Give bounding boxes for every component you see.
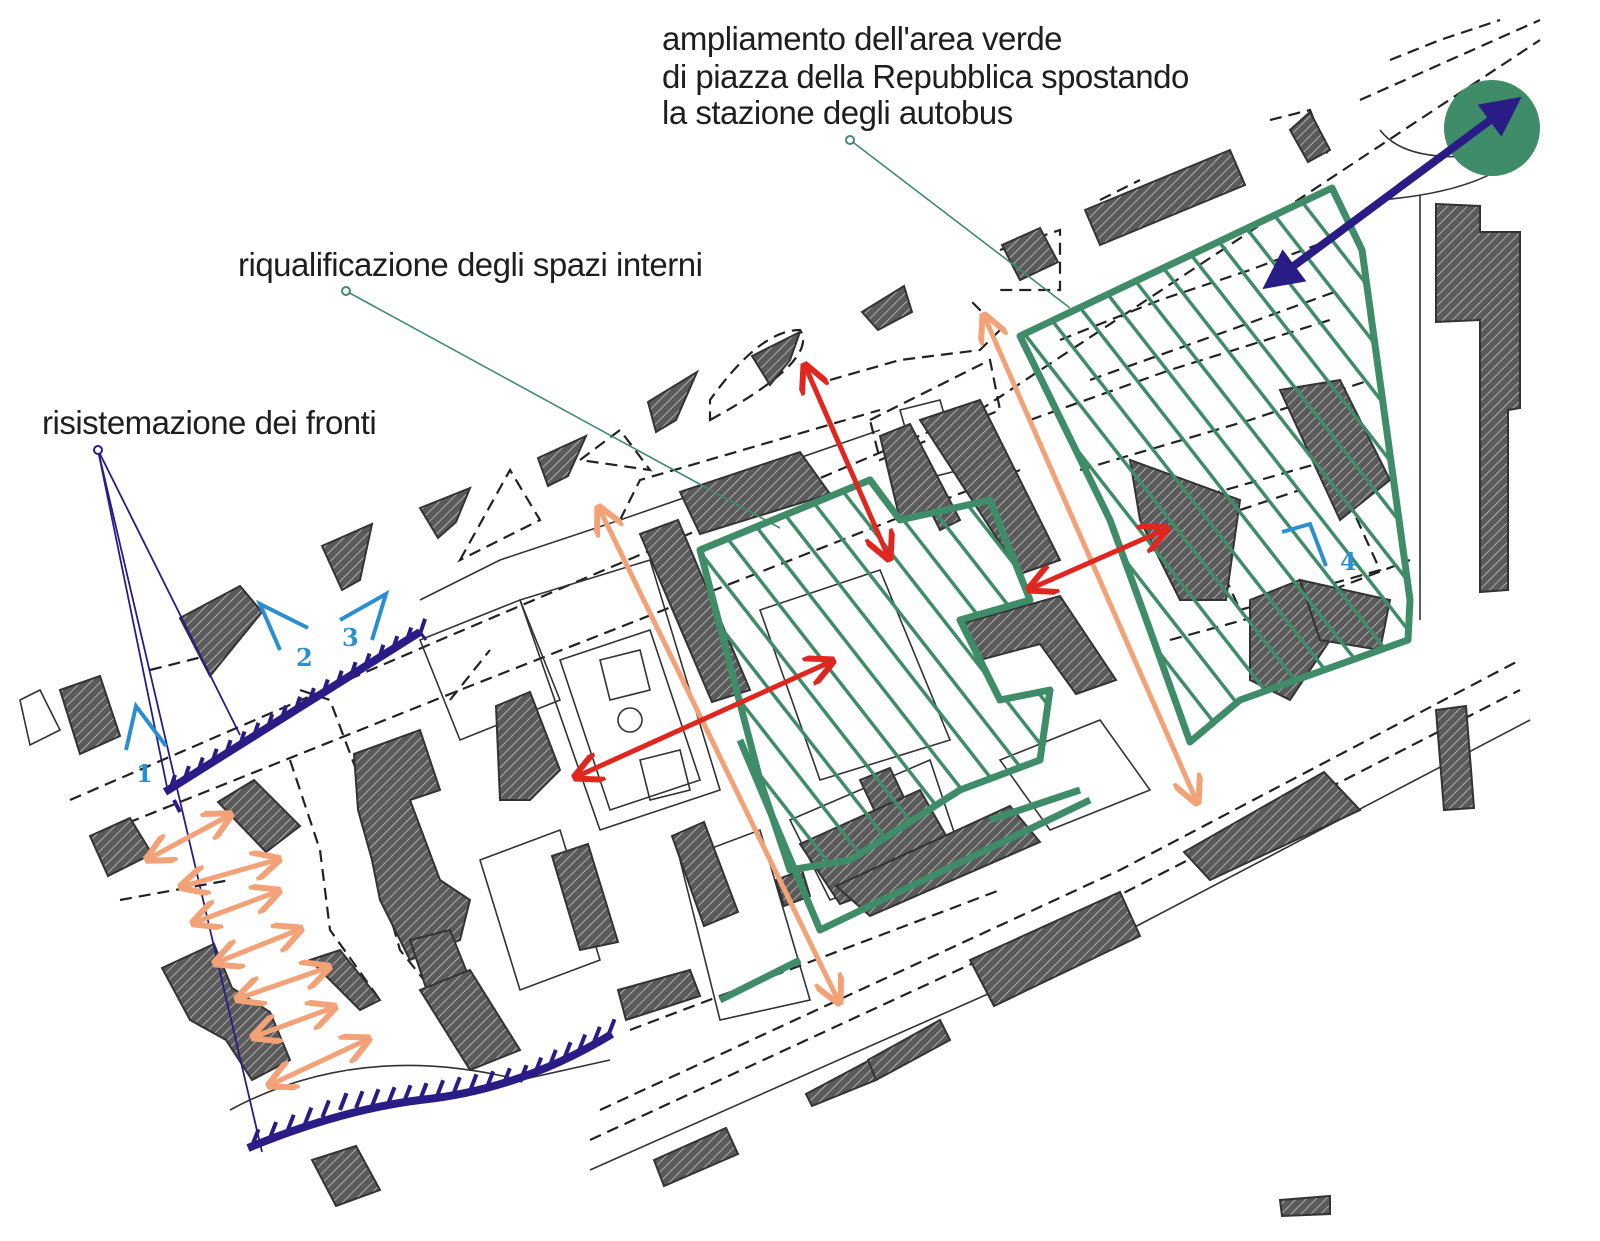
front-tick <box>209 748 219 765</box>
front-tick <box>468 1073 479 1092</box>
front-tick <box>251 722 261 739</box>
front-tick <box>320 678 330 696</box>
front-tick <box>267 1121 278 1140</box>
viewpoint-3: 3 <box>342 623 359 652</box>
viewpoint-4: 4 <box>1340 547 1357 576</box>
front-tick <box>386 1086 397 1105</box>
front-tick <box>223 739 233 756</box>
front-tick <box>370 1088 381 1107</box>
front-tick <box>576 1033 588 1053</box>
front-tick <box>404 626 414 644</box>
front-tick <box>434 1079 446 1098</box>
label-ampliamento-line1: ampliamento dell'area verde <box>662 20 1062 57</box>
front-tick <box>334 670 344 687</box>
front-tick <box>354 1090 365 1109</box>
front-tick <box>562 1041 573 1060</box>
front-tick <box>451 1076 462 1095</box>
front-tick <box>418 1082 429 1101</box>
front-tick <box>338 1092 349 1111</box>
viewpoint-2: 2 <box>296 643 313 672</box>
label-riqualificazione: riqualificazione degli spazi interni <box>238 246 702 283</box>
piazza-green-circle <box>1444 80 1540 176</box>
front-tick <box>181 765 191 782</box>
front-tick <box>606 1018 617 1037</box>
front-tick <box>418 618 427 635</box>
front-tick <box>265 713 275 730</box>
front-tick <box>376 644 386 661</box>
front-tick <box>532 1056 544 1076</box>
label-risistemazione: risistemazione dei fronti <box>42 404 376 441</box>
navy-arrow <box>1262 96 1522 290</box>
label-ampliamento-line3: la stazione degli autobus <box>662 94 1013 131</box>
front-tick <box>293 696 302 713</box>
front-tick <box>285 1114 296 1133</box>
viewpoint-1: 1 <box>136 759 153 788</box>
front-tick <box>348 661 358 678</box>
front-tick <box>237 730 247 748</box>
front-ticks <box>168 618 617 1147</box>
front-tick <box>306 687 316 704</box>
front-tick <box>402 1084 413 1103</box>
front-tick <box>302 1106 314 1126</box>
green-areas <box>696 184 1414 1004</box>
front-tick <box>320 1099 331 1118</box>
front-tick <box>591 1026 602 1045</box>
viewpoint-markers <box>124 521 1328 751</box>
front-tick <box>279 704 289 722</box>
front-tick <box>501 1067 512 1086</box>
red-arrows <box>578 368 1164 776</box>
front-tick <box>547 1049 558 1068</box>
front-tick <box>390 635 400 652</box>
front-tick <box>195 756 205 774</box>
front-tick <box>484 1070 496 1089</box>
label-ampliamento-line2: di piazza della Repubblica spostando <box>662 58 1189 95</box>
front-tick <box>518 1064 529 1083</box>
front-tick <box>362 652 372 670</box>
